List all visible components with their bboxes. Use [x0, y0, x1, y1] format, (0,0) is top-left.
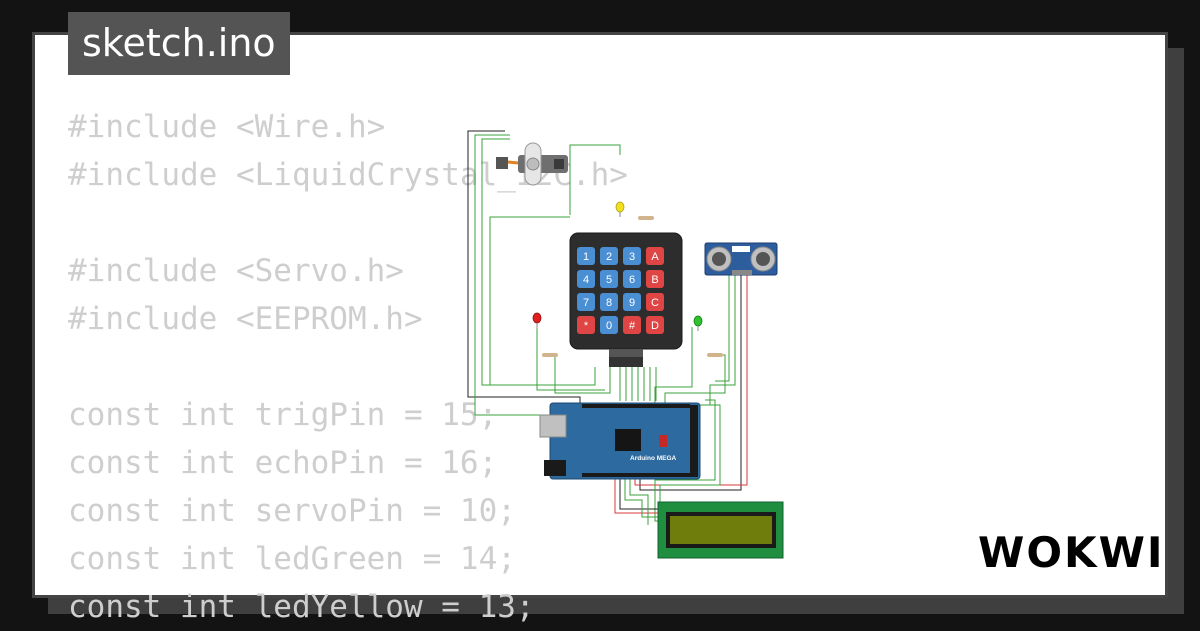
code-line: #include <Wire.h>: [68, 109, 386, 145]
keypad-keys: 1 2 3 A 4 5 6 B 7 8 9 C * 0 # D: [577, 247, 664, 334]
code-line: #include <Servo.h>: [68, 253, 404, 289]
keypad-key-label: A: [651, 251, 659, 263]
ultrasonic-sensor: [704, 242, 778, 276]
keypad-key: [600, 270, 618, 288]
code-line: #include <EEPROM.h>: [68, 301, 423, 337]
keypad-key-label: B: [651, 274, 658, 286]
board-label: Arduino MEGA: [630, 455, 677, 462]
keypad-key-label: 2: [606, 251, 612, 263]
code-line: const int servoPin = 10;: [68, 493, 516, 529]
lcd-display: [657, 501, 784, 559]
wokwi-logo: WOKWI: [978, 528, 1165, 577]
keypad-key: [577, 293, 595, 311]
keypad-key-label: #: [629, 320, 636, 332]
keypad-key-label: *: [584, 320, 589, 332]
keypad-key-label: D: [651, 320, 659, 332]
keypad-key-label: 1: [583, 251, 589, 263]
wires: [467, 130, 748, 526]
keypad-key: [646, 247, 664, 265]
keypad-key: [600, 293, 618, 311]
keypad-key: [577, 270, 595, 288]
servo-motor: [496, 142, 568, 186]
code-line: const int ledGreen = 14;: [68, 541, 516, 577]
keypad-key-label: 7: [583, 297, 589, 309]
keypad-key: [646, 316, 664, 334]
keypad-key: [577, 247, 595, 265]
led-yellow: [615, 201, 625, 217]
keypad-key: [600, 316, 618, 334]
keypad-key: [646, 270, 664, 288]
keypad-key-label: 3: [629, 251, 635, 263]
code-line: const int trigPin = 15;: [68, 397, 498, 433]
keypad-key-label: 5: [606, 274, 612, 286]
keypad-key-label: 0: [606, 320, 612, 332]
led-green: [693, 315, 723, 357]
keypad-key: [577, 316, 595, 334]
file-tab-sketch[interactable]: sketch.ino: [68, 12, 290, 75]
keypad-key: [600, 247, 618, 265]
keypad-key-label: 4: [583, 274, 589, 286]
project-card[interactable]: #include <Wire.h> #include <LiquidCrystal…: [32, 32, 1168, 625]
code-line: #include <LiquidCrystal_I2C.h>: [68, 157, 628, 193]
keypad-key: [623, 270, 641, 288]
keypad-key-label: 9: [629, 297, 635, 309]
keypad-key: [623, 293, 641, 311]
keypad-key-label: 8: [606, 297, 612, 309]
arduino-mega-board: Arduino MEGA: [539, 402, 701, 480]
code-preview: #include <Wire.h> #include <LiquidCrystal…: [68, 103, 628, 631]
led-red: [532, 312, 558, 357]
keypad-key-label: C: [651, 297, 659, 309]
keypad-key-label: 6: [629, 274, 635, 286]
keypad-key: [646, 293, 664, 311]
circuit-diagram: 1 2 3 A 4 5 6 B 7 8 9 C * 0 # D: [467, 130, 784, 559]
keypad-key: [623, 316, 641, 334]
resistor: [638, 216, 654, 220]
keypad-key: [623, 247, 641, 265]
code-line: const int echoPin = 16;: [68, 445, 498, 481]
code-line: const int ledYellow = 13;: [68, 589, 535, 625]
